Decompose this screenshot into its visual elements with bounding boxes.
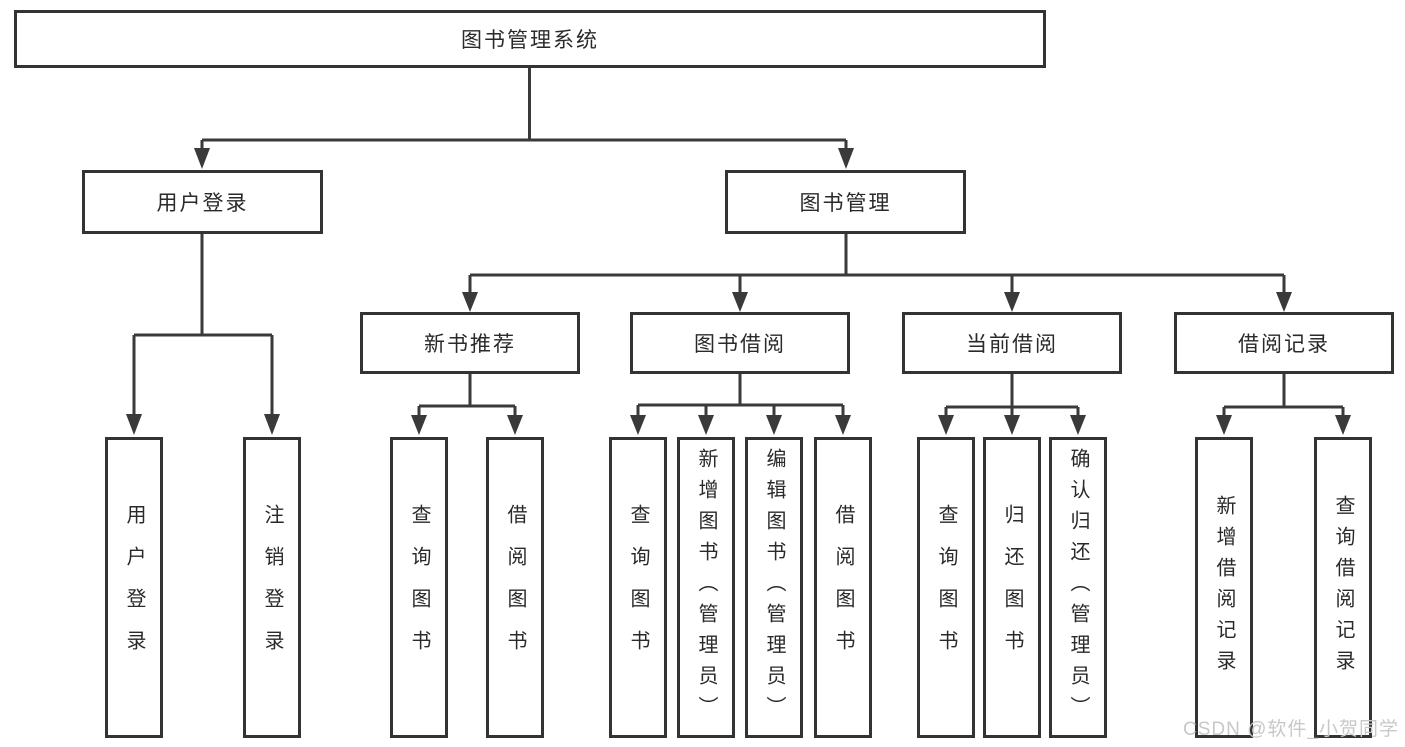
- connector-book-borrow: [636, 374, 845, 417]
- arrow-down-icon: [411, 415, 427, 435]
- arrow-down-icon: [126, 414, 142, 435]
- arrow-down-icon: [264, 414, 280, 435]
- node-user-login: 用户登录: [82, 170, 323, 234]
- arrow-down-icon: [938, 415, 954, 435]
- leaf-query-borrow-record-label: 查询借阅记录: [1332, 494, 1354, 681]
- node-root-label: 图书管理系统: [461, 29, 599, 52]
- leaf-add-books-admin-label: 新增图书（管理员）: [695, 448, 717, 727]
- arrow-down-icon: [1004, 292, 1020, 312]
- arrow-down-icon: [1276, 292, 1292, 312]
- leaf-logout-label: 注销登录: [261, 503, 283, 672]
- leaf-add-books-admin: 新增图书（管理员）: [677, 437, 735, 738]
- node-book-borrow: 图书借阅: [630, 312, 850, 374]
- node-borrow-records: 借阅记录: [1174, 312, 1394, 374]
- arrow-down-icon: [630, 415, 646, 435]
- leaf-return-books: 归还图书: [983, 437, 1041, 738]
- leaf-logout: 注销登录: [243, 437, 301, 738]
- arrow-down-icon: [462, 292, 478, 312]
- leaf-query-books-borrow-label: 查询图书: [627, 503, 649, 672]
- arrow-down-icon: [698, 415, 714, 435]
- node-current-borrow: 当前借阅: [902, 312, 1122, 374]
- leaf-query-books-borrow: 查询图书: [609, 437, 667, 738]
- leaf-borrow-books-label: 借阅图书: [832, 503, 854, 672]
- arrow-down-icon: [1004, 415, 1020, 435]
- arrow-down-icon: [835, 415, 851, 435]
- leaf-query-books-current-label: 查询图书: [935, 503, 957, 672]
- node-book-borrow-label: 图书借阅: [694, 333, 786, 356]
- arrow-down-icon: [732, 292, 748, 312]
- leaf-query-books-current: 查询图书: [917, 437, 975, 738]
- node-user-login-label: 用户登录: [156, 192, 249, 215]
- leaf-return-books-label: 归还图书: [1001, 503, 1023, 672]
- leaf-edit-books-admin: 编辑图书（管理员）: [745, 437, 803, 738]
- leaf-query-books-recommend: 查询图书: [390, 437, 448, 738]
- arrow-down-icon: [1070, 415, 1086, 435]
- arrow-down-icon: [766, 415, 782, 435]
- arrow-down-icon: [194, 148, 210, 169]
- node-book-management-label: 图书管理: [799, 192, 892, 215]
- connector-root: [200, 68, 848, 150]
- leaf-user-login-label: 用户登录: [123, 503, 145, 672]
- leaf-edit-books-admin-label: 编辑图书（管理员）: [763, 448, 785, 727]
- csdn-watermark: CSDN @软件_小贺同学: [1183, 719, 1399, 740]
- arrow-down-icon: [507, 415, 523, 435]
- node-borrow-records-label: 借阅记录: [1238, 333, 1330, 356]
- connector-book-management: [468, 234, 1286, 294]
- node-book-management: 图书管理: [725, 170, 966, 234]
- leaf-borrow-books-recommend-label: 借阅图书: [504, 503, 526, 672]
- arrow-down-icon: [1335, 415, 1351, 435]
- arrow-down-icon: [838, 148, 854, 169]
- node-new-book-recommend: 新书推荐: [360, 312, 580, 374]
- leaf-borrow-books: 借阅图书: [814, 437, 872, 738]
- leaf-add-borrow-record-label: 新增借阅记录: [1213, 494, 1235, 681]
- leaf-query-borrow-record: 查询借阅记录: [1314, 437, 1372, 738]
- node-root: 图书管理系统: [14, 10, 1046, 68]
- leaf-query-books-recommend-label: 查询图书: [408, 503, 430, 672]
- node-current-borrow-label: 当前借阅: [966, 333, 1058, 356]
- connector-user-login: [132, 234, 274, 416]
- connector-new-book-recommend: [417, 374, 517, 417]
- leaf-user-login: 用户登录: [105, 437, 163, 738]
- connector-borrow-records: [1222, 374, 1345, 417]
- connector-current-borrow: [944, 374, 1080, 417]
- node-new-book-recommend-label: 新书推荐: [424, 333, 516, 356]
- arrow-down-icon: [1216, 415, 1232, 435]
- leaf-confirm-return-admin-label: 确认归还（管理员）: [1067, 448, 1089, 727]
- leaf-confirm-return-admin: 确认归还（管理员）: [1049, 437, 1107, 738]
- leaf-add-borrow-record: 新增借阅记录: [1195, 437, 1253, 738]
- leaf-borrow-books-recommend: 借阅图书: [486, 437, 544, 738]
